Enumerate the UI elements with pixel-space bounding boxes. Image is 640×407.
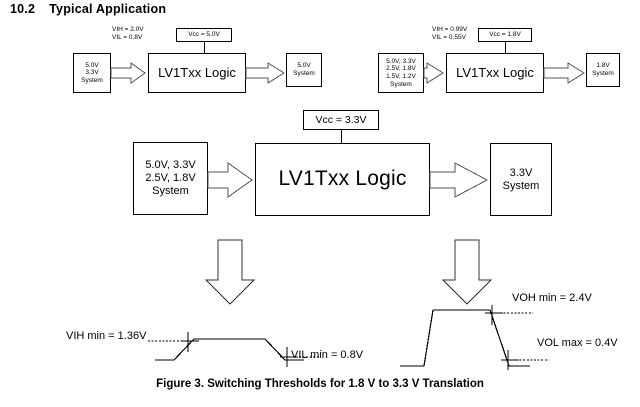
section-heading: 10.2 Typical Application: [10, 2, 166, 16]
center-output-box: 3.3V System: [490, 143, 552, 216]
center-input-arrow: [207, 162, 253, 198]
section-number: 10.2: [10, 2, 36, 16]
top-left-logic-label: LV1Txx Logic: [158, 65, 236, 81]
top-left-input-line1: 5.0V: [85, 61, 99, 69]
top-right-input-line2: 2.5V, 1.8V: [386, 65, 416, 73]
top-left-vcc-connector: [204, 42, 205, 53]
top-right-output-line1: 1.8V: [596, 62, 610, 70]
top-left-vil-label: VIL = 0.8V: [112, 34, 143, 42]
waveform-input-vil-label: VIL min = 0.8V: [291, 349, 364, 361]
top-left-output-box: 5.0V System: [286, 53, 322, 87]
top-right-vcc-box: Vcc = 1.8V: [478, 28, 532, 42]
top-left-vcc-box: Vcc = 5.0V: [176, 28, 232, 42]
waveform-input-vih-label: VIH min = 1.36V: [66, 330, 147, 342]
center-vcc-label: Vcc = 3.3V: [315, 113, 367, 126]
top-left-output-arrow: [245, 62, 285, 84]
waveform-output-vol-label: VOL max = 0.4V: [537, 337, 618, 349]
top-left-output-line1: 5.0V: [297, 62, 311, 70]
center-input-line1: 5.0V, 3.3V: [145, 159, 196, 172]
top-right-output-box: 1.8V System: [586, 53, 620, 87]
top-right-logic-box: LV1Txx Logic: [446, 53, 544, 93]
center-logic-label: LV1Txx Logic: [278, 167, 407, 191]
top-left-input-line3: System: [81, 76, 103, 84]
output-waveform-trace: [400, 309, 530, 367]
top-right-vcc-connector: [505, 42, 506, 53]
section-title: Typical Application: [49, 2, 167, 16]
center-input-box: 5.0V, 3.3V 2.5V, 1.8V System: [133, 142, 208, 215]
top-right-input-arrow: [423, 62, 444, 84]
top-right-output-line2: System: [592, 70, 614, 77]
top-left-vcc-label: Vcc = 5.0V: [188, 31, 220, 39]
center-input-line3: System: [152, 184, 189, 197]
center-output-arrow: [429, 162, 489, 198]
top-left-vih-label: VIH = 2.0V: [112, 26, 144, 33]
center-output-line1: 3.3V: [509, 166, 533, 179]
top-right-vcc-label: Vcc = 1.8V: [489, 31, 521, 39]
top-right-vil-label: VIL = 0.55V: [432, 34, 466, 42]
top-left-input-arrow: [110, 62, 146, 84]
top-right-input-line1: 5.0V, 3.3V: [386, 57, 416, 65]
waveform-output-voh-label: VOH min = 2.4V: [512, 292, 592, 304]
top-right-output-arrow: [543, 62, 585, 84]
center-output-line2: System: [502, 179, 540, 192]
down-arrow-input: [204, 239, 256, 305]
top-right-vih-label: VIH = 0.99V: [432, 26, 468, 33]
figure-caption: Figure 3. Switching Thresholds for 1.8 V…: [156, 378, 484, 390]
top-left-input-line2: 3.3V: [85, 69, 99, 77]
top-right-threshold-labels: VIH = 0.99V VIL = 0.55V: [432, 26, 467, 42]
top-right-input-box: 5.0V, 3.3V 2.5V, 1.8V 1.5V, 1.2V System: [378, 53, 424, 93]
center-logic-box: LV1Txx Logic: [255, 143, 430, 216]
top-left-logic-box: LV1Txx Logic: [148, 53, 246, 93]
top-left-input-box: 5.0V 3.3V System: [73, 53, 111, 93]
top-right-input-line3: 1.5V, 1.2V: [386, 73, 416, 80]
center-vcc-box: Vcc = 3.3V: [303, 110, 379, 130]
top-left-output-line2: System: [293, 70, 315, 77]
top-right-input-line4: System: [390, 80, 412, 88]
center-vcc-connector: [341, 130, 342, 143]
down-arrow-output: [441, 239, 493, 305]
center-input-line2: 2.5V, 1.8V: [145, 172, 196, 185]
input-waveform-trace: [155, 338, 304, 361]
top-left-threshold-labels: VIH = 2.0V VIL = 0.8V: [112, 26, 144, 42]
top-right-logic-label: LV1Txx Logic: [456, 65, 534, 81]
